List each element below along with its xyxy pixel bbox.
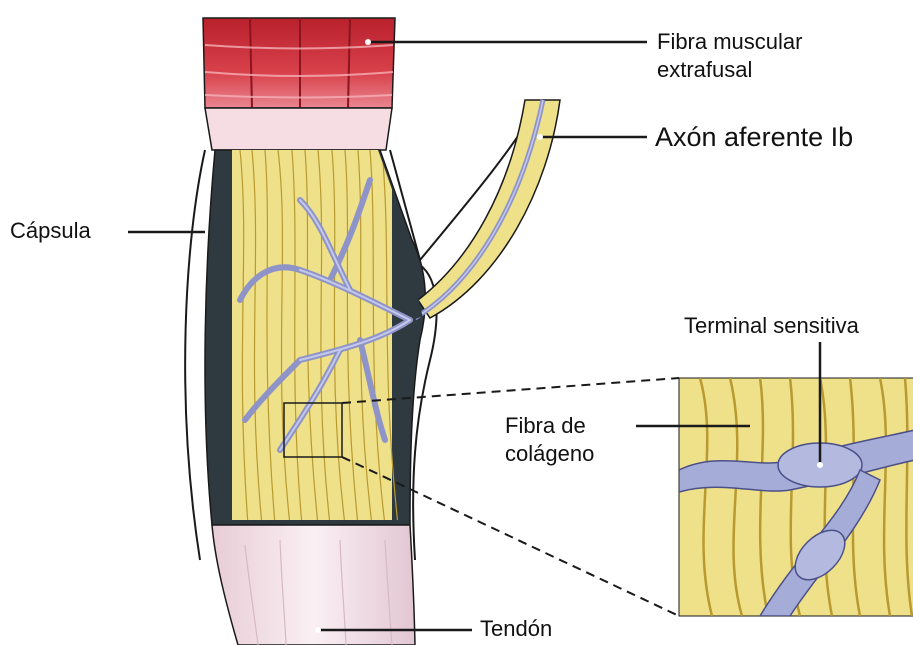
label-fibra-muscular-line2: extrafusal xyxy=(657,56,802,84)
label-tendon: Tendón xyxy=(480,615,552,643)
magnified-inset xyxy=(679,378,913,616)
label-fibra-colageno-line1: Fibra de xyxy=(505,412,594,440)
extrafusal-muscle-fiber xyxy=(203,18,395,150)
label-capsula: Cápsula xyxy=(10,217,91,245)
label-fibra-muscular-line1: Fibra muscular xyxy=(657,28,802,56)
capsule-interior xyxy=(205,150,425,530)
label-terminal: Terminal sensitiva xyxy=(684,312,859,340)
label-axon: Axón aferente Ib xyxy=(655,121,853,153)
label-fibra-muscular: Fibra muscular extrafusal xyxy=(657,28,802,84)
label-fibra-colageno: Fibra de colágeno xyxy=(505,412,594,468)
label-fibra-colageno-line2: colágeno xyxy=(505,440,594,468)
tendon xyxy=(212,525,415,645)
